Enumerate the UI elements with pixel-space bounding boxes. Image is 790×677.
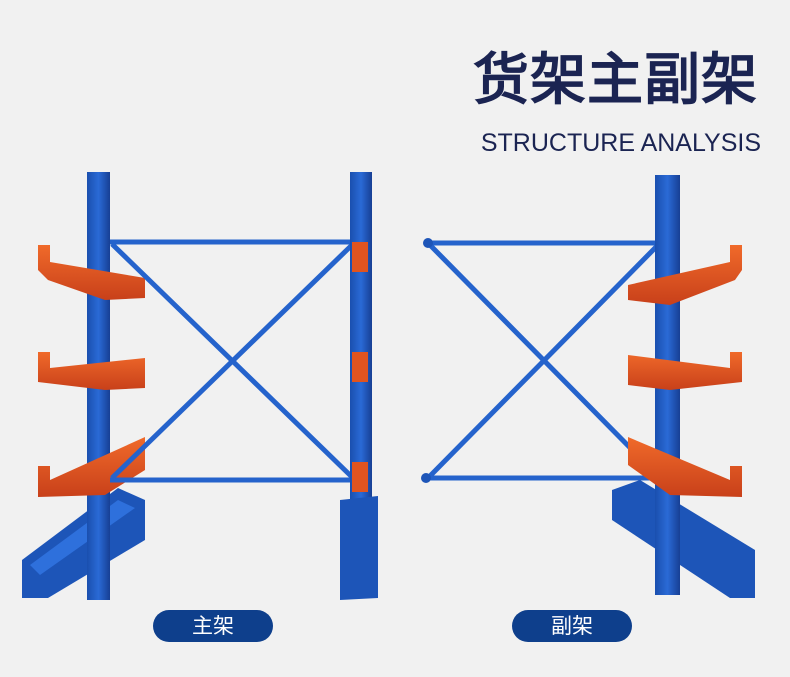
main-frame-rack bbox=[22, 172, 378, 600]
main-frame-label: 主架 bbox=[153, 610, 273, 642]
page-subtitle: STRUCTURE ANALYSIS bbox=[480, 129, 761, 157]
sub-arms bbox=[628, 245, 742, 497]
sub-frame-label: 副架 bbox=[512, 610, 632, 642]
sub-base-beam bbox=[612, 480, 755, 598]
page-title: 货架主副架 bbox=[473, 48, 758, 113]
braces bbox=[110, 239, 355, 483]
sub-frame-rack bbox=[421, 175, 755, 598]
